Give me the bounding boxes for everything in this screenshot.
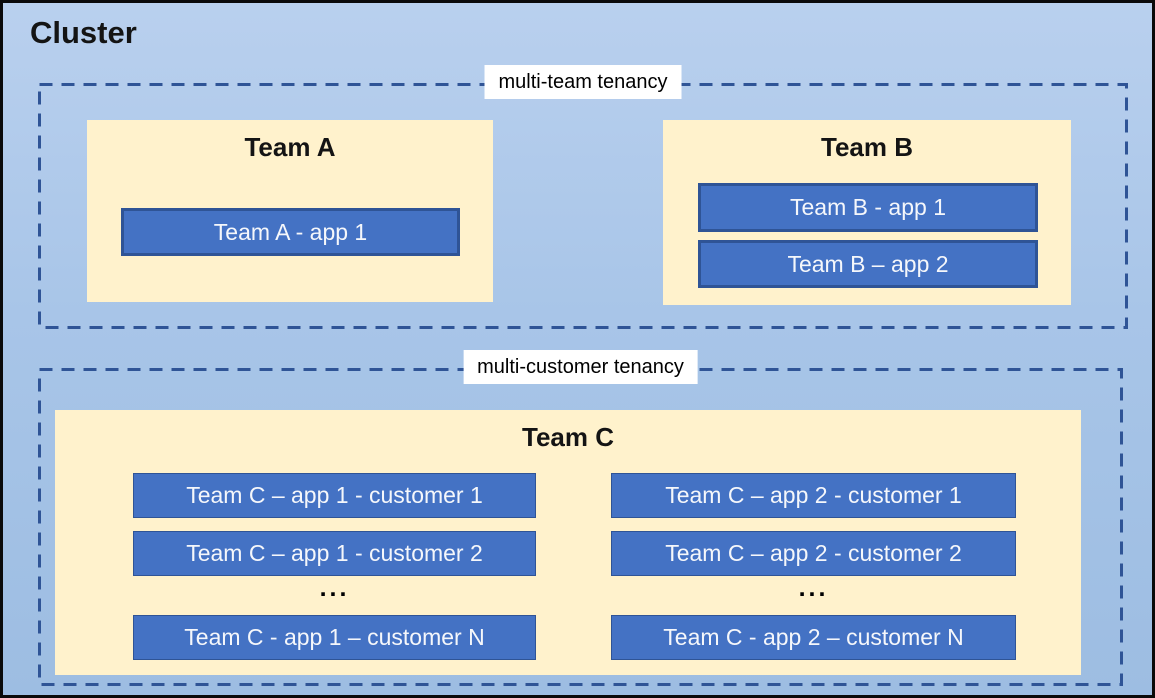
multi-team-tenancy-label: multi-team tenancy xyxy=(484,65,682,99)
team-c-panel: Team C Team C – app 1 - customer 1 Team … xyxy=(55,410,1081,675)
team-a-app-1-box: Team A - app 1 xyxy=(121,208,460,256)
team-c-app-2-customer-1-box: Team C – app 2 - customer 1 xyxy=(611,473,1016,518)
multi-team-dashed-border xyxy=(38,83,1128,329)
team-c-app-1-customer-n-box: Team C - app 1 – customer N xyxy=(133,615,536,660)
team-c-app-1-customer-1-box: Team C – app 1 - customer 1 xyxy=(133,473,536,518)
team-a-panel: Team A Team A - app 1 xyxy=(87,120,493,302)
team-c-app-1-ellipsis: ... xyxy=(319,574,350,602)
team-c-title: Team C xyxy=(522,422,614,452)
cluster-title: Cluster xyxy=(30,15,137,50)
team-c-app-2-ellipsis: ... xyxy=(798,574,829,602)
team-b-title: Team B xyxy=(821,132,913,162)
team-c-app-1-customer-2-box: Team C – app 1 - customer 2 xyxy=(133,531,536,576)
team-b-app-2-box: Team B – app 2 xyxy=(698,240,1038,288)
multi-customer-tenancy-group: multi-customer tenancy Team C Team C – a… xyxy=(38,350,1123,686)
multi-team-tenancy-group: multi-team tenancy Team A Team A - app 1… xyxy=(38,65,1128,329)
multi-customer-tenancy-label: multi-customer tenancy xyxy=(463,350,698,384)
team-a-title: Team A xyxy=(244,132,336,162)
team-b-panel: Team B Team B - app 1 Team B – app 2 xyxy=(663,120,1071,305)
team-c-app-2-customer-2-box: Team C – app 2 - customer 2 xyxy=(611,531,1016,576)
team-c-app-2-customer-n-box: Team C - app 2 – customer N xyxy=(611,615,1016,660)
team-b-app-1-box: Team B - app 1 xyxy=(698,183,1038,232)
